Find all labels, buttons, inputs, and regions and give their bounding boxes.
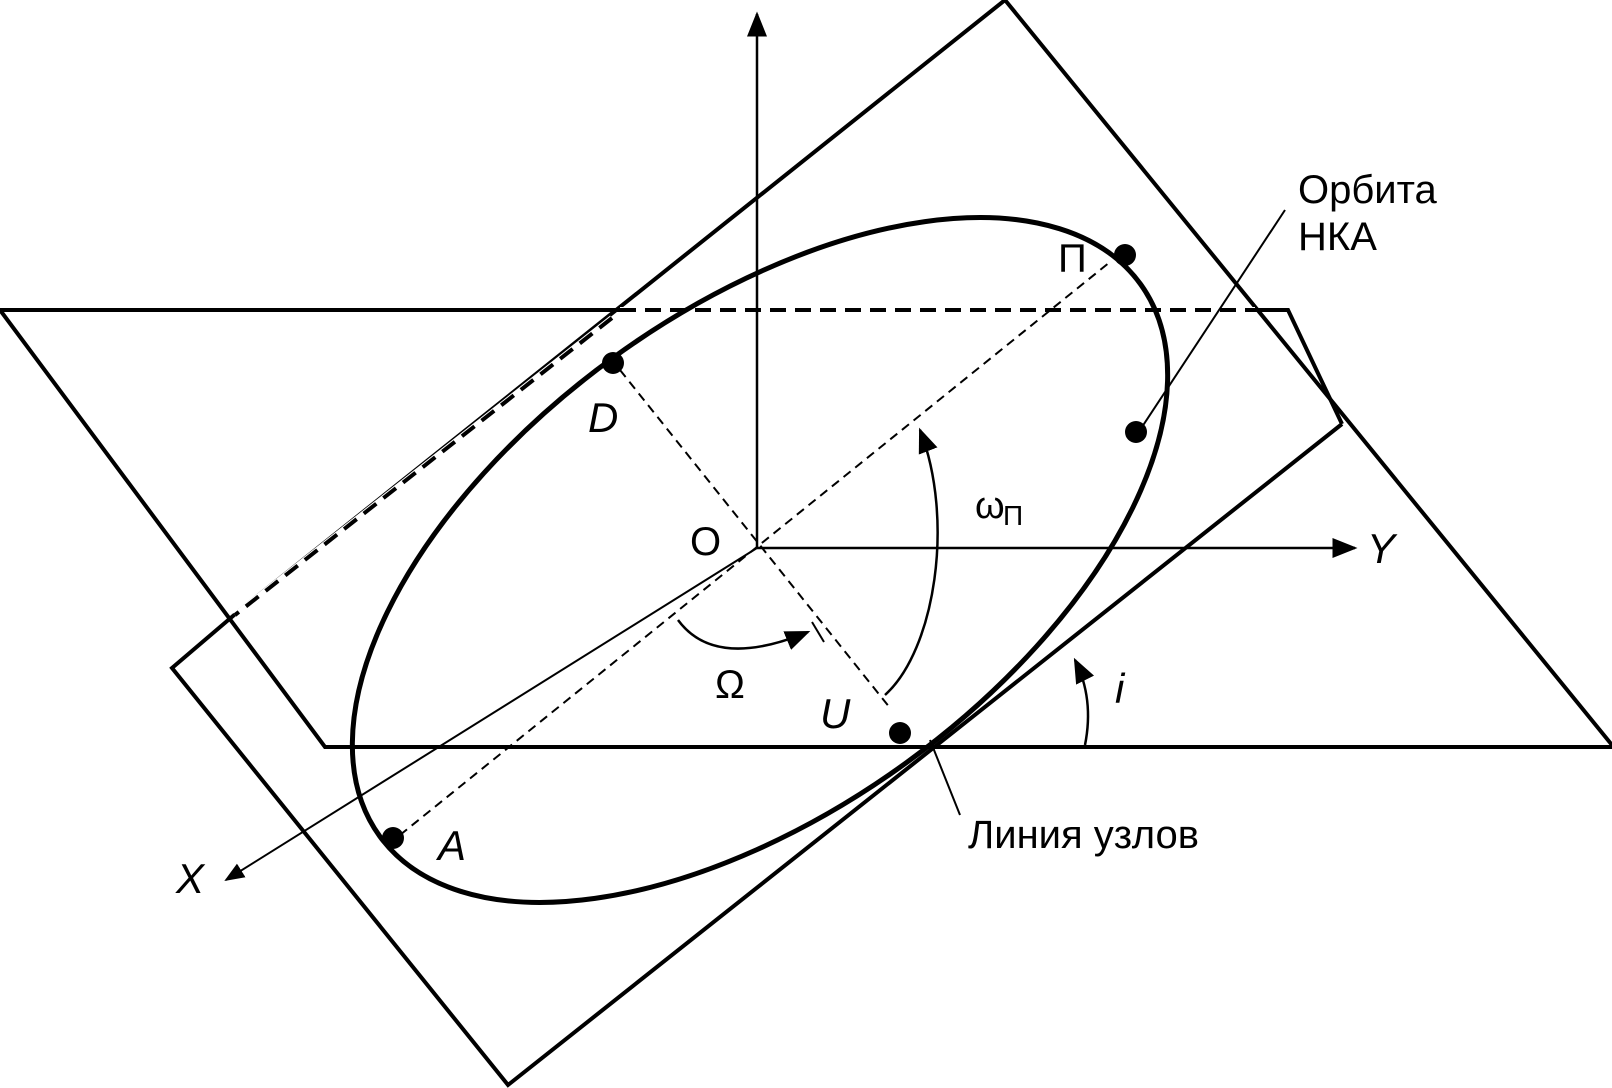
label-angle-inclination: i	[1115, 665, 1126, 712]
label-orbit-line2: НКА	[1298, 215, 1377, 259]
label-point-d: D	[588, 394, 618, 441]
label-axis-y: Y	[1367, 525, 1398, 572]
axis-x	[224, 547, 758, 882]
point-orbit-marker-dot	[1125, 421, 1147, 443]
angle-tick-omega-node	[811, 621, 825, 643]
label-angle-omega-perigee-sub: П	[1003, 500, 1023, 531]
apsides-line	[399, 261, 1111, 836]
orbital-plane-hidden-edge-dashed	[233, 316, 614, 617]
point-d-dot	[602, 352, 624, 374]
label-node-line: Линия узлов	[968, 813, 1199, 857]
orbit-pointer-line	[1139, 209, 1286, 431]
node-line-pointer	[929, 739, 961, 816]
label-angle-omega-perigee: ω	[975, 485, 1005, 527]
point-perigee-dot	[1114, 244, 1136, 266]
angle-arc-omega-perigee	[884, 427, 939, 696]
point-apogee-dot	[382, 827, 404, 849]
label-point-u: U	[820, 690, 851, 737]
point-u-dot	[889, 722, 911, 744]
equatorial-plane	[0, 308, 1612, 749]
angle-arc-omega-node	[676, 619, 811, 650]
label-axis-x: X	[175, 855, 206, 902]
label-perigee: П	[1058, 237, 1087, 281]
orbit-ellipse	[349, 215, 1171, 905]
label-origin: O	[690, 520, 721, 564]
angle-arc-inclination	[1073, 657, 1095, 746]
label-orbit-line1: Орбита	[1298, 168, 1437, 212]
label-angle-omega-node: Ω	[715, 663, 745, 707]
label-point-apogee: A	[435, 822, 466, 869]
node-radius-line	[619, 369, 891, 709]
orbital-plane	[169, 0, 1612, 1088]
